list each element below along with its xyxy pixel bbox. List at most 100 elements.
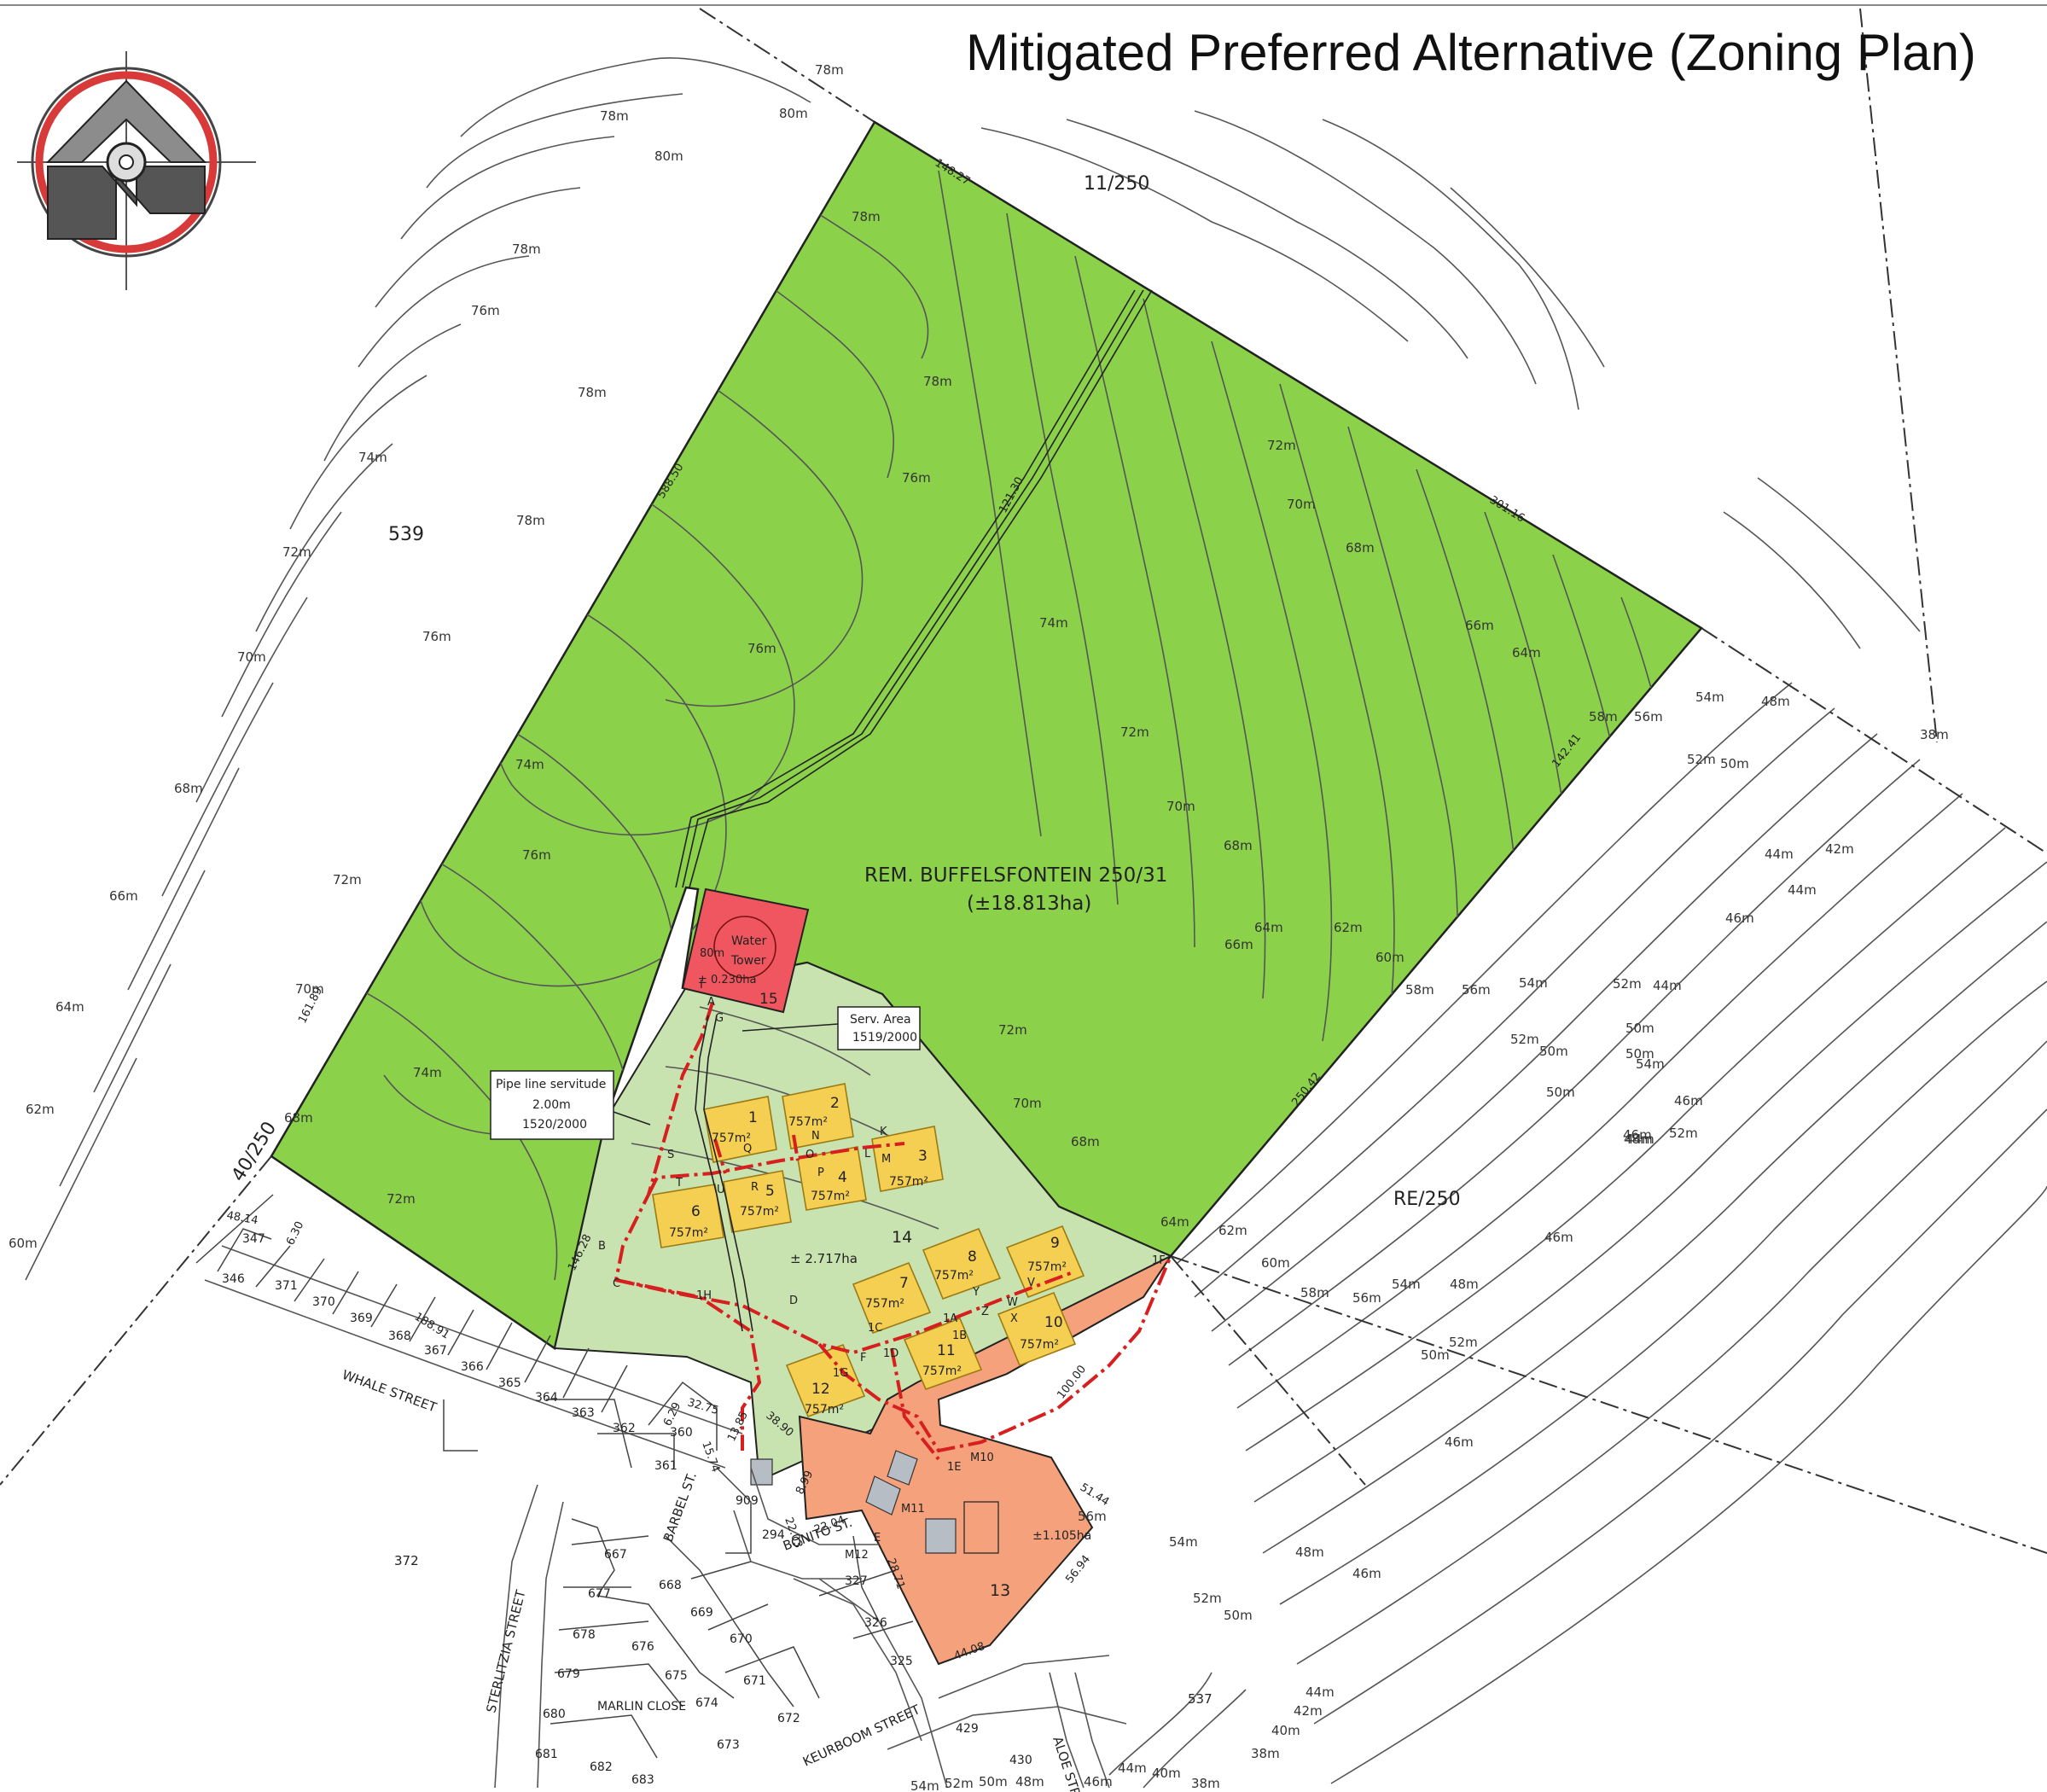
svg-text:11/250: 11/250 — [1084, 173, 1149, 195]
svg-text:677: 677 — [588, 1587, 611, 1601]
map-title: Mitigated Preferred Alternative (Zoning … — [966, 24, 1976, 81]
svg-text:362: 362 — [613, 1422, 636, 1435]
svg-text:372: 372 — [394, 1553, 419, 1568]
svg-text:52m: 52m — [1449, 1335, 1478, 1350]
svg-text:78m: 78m — [516, 513, 545, 528]
water-tower-area: ± 0.230ha — [698, 974, 756, 986]
plot-7[interactable] — [852, 1261, 932, 1335]
svg-text:668: 668 — [659, 1579, 682, 1592]
svg-text:679: 679 — [557, 1667, 580, 1681]
svg-text:1B: 1B — [952, 1329, 967, 1342]
svg-text:50m: 50m — [1224, 1608, 1253, 1623]
svg-text:327: 327 — [845, 1574, 868, 1588]
svg-text:46m: 46m — [1674, 1093, 1703, 1108]
residential-number: 14 — [892, 1228, 912, 1247]
svg-text:66m: 66m — [109, 888, 138, 904]
svg-text:76m: 76m — [522, 847, 551, 863]
svg-text:757m²: 757m² — [922, 1364, 962, 1378]
svg-text:60m: 60m — [9, 1236, 38, 1251]
svg-text:72m: 72m — [1120, 724, 1149, 740]
svg-text:KEURBOOM STREET: KEURBOOM STREET — [800, 1702, 923, 1770]
water-tower-number: 15 — [759, 991, 778, 1008]
svg-text:46m: 46m — [1445, 1434, 1474, 1450]
svg-text:50m: 50m — [1539, 1044, 1568, 1059]
svg-text:80m: 80m — [654, 148, 683, 164]
plot-2[interactable] — [782, 1083, 854, 1149]
svg-text:48m: 48m — [1450, 1277, 1479, 1292]
svg-text:54m: 54m — [1695, 689, 1724, 705]
svg-text:62m: 62m — [26, 1102, 55, 1117]
svg-text:681: 681 — [535, 1748, 558, 1761]
svg-text:S: S — [667, 1149, 674, 1161]
svg-text:68m: 68m — [1346, 540, 1375, 556]
svg-text:70m: 70m — [237, 649, 266, 665]
svg-text:68m: 68m — [174, 781, 203, 796]
svg-text:669: 669 — [690, 1606, 713, 1620]
plot-5[interactable] — [723, 1170, 792, 1233]
plot-9[interactable] — [1005, 1225, 1085, 1299]
svg-text:680: 680 — [543, 1708, 566, 1721]
svg-text:757m²: 757m² — [1020, 1338, 1059, 1352]
svg-text:346: 346 — [222, 1272, 245, 1286]
water-tower-elev: 80m — [700, 947, 724, 960]
svg-text:Serv. Area: Serv. Area — [850, 1013, 911, 1027]
svg-text:757m²: 757m² — [788, 1115, 828, 1129]
plot-6[interactable] — [652, 1184, 724, 1248]
svg-text:F: F — [860, 1352, 866, 1364]
svg-text:48m: 48m — [1295, 1545, 1324, 1560]
business-area: ±1.105ha — [1032, 1529, 1091, 1543]
svg-text:13.85: 13.85 — [725, 1410, 751, 1444]
svg-text:78m: 78m — [923, 374, 952, 389]
building — [865, 1475, 901, 1516]
svg-text:60m: 60m — [1375, 950, 1404, 965]
svg-text:42m: 42m — [1825, 841, 1854, 857]
svg-text:50m: 50m — [1625, 1021, 1654, 1036]
plot-1[interactable] — [703, 1096, 777, 1163]
plots — [652, 1083, 1085, 1418]
svg-text:670: 670 — [730, 1632, 753, 1646]
svg-text:C: C — [613, 1277, 620, 1290]
plot-3[interactable] — [871, 1126, 944, 1192]
svg-text:50m: 50m — [1720, 756, 1749, 771]
svg-text:7: 7 — [899, 1275, 909, 1292]
svg-text:32.75: 32.75 — [686, 1396, 720, 1417]
plot-10[interactable] — [997, 1291, 1077, 1367]
svg-text:Pipe line servitude: Pipe line servitude — [496, 1078, 606, 1091]
water-tower-zone[interactable] — [681, 887, 810, 1014]
svg-text:48.14: 48.14 — [225, 1209, 259, 1227]
svg-text:64m: 64m — [1160, 1214, 1189, 1230]
svg-text:363: 363 — [572, 1406, 595, 1420]
water-tower-label-1: Water — [731, 934, 767, 948]
svg-text:56.94: 56.94 — [1063, 1553, 1093, 1586]
svg-text:672: 672 — [777, 1712, 800, 1725]
contour-labels: 78m 80m 78m 80m 78m 78m 76m 78m 78m 76m … — [9, 62, 1949, 1792]
svg-text:50m: 50m — [1546, 1085, 1575, 1100]
svg-text:325: 325 — [890, 1655, 913, 1668]
svg-text:9: 9 — [1050, 1235, 1060, 1252]
svg-text:58m: 58m — [1589, 709, 1618, 724]
svg-text:2: 2 — [830, 1095, 840, 1112]
business-zone[interactable] — [798, 1254, 1173, 1666]
svg-text:54m: 54m — [1636, 1056, 1665, 1072]
svg-text:15.74: 15.74 — [699, 1440, 722, 1474]
svg-text:56m: 56m — [1462, 982, 1491, 998]
svg-text:76m: 76m — [422, 629, 451, 644]
svg-text:A: A — [707, 996, 715, 1009]
svg-text:70m: 70m — [1166, 799, 1195, 814]
svg-text:52m: 52m — [1193, 1591, 1222, 1606]
contour-lines-outside — [25, 57, 2047, 1789]
plot-8[interactable] — [922, 1227, 1002, 1300]
svg-text:46m: 46m — [1544, 1230, 1573, 1245]
svg-text:72m: 72m — [998, 1022, 1027, 1038]
plot-11[interactable] — [903, 1317, 983, 1391]
svg-text:326: 326 — [864, 1616, 887, 1630]
township-layout — [195, 1194, 1127, 1789]
svg-text:369: 369 — [350, 1312, 373, 1325]
svg-text:537: 537 — [1188, 1691, 1212, 1707]
svg-text:46m: 46m — [1623, 1127, 1652, 1143]
svg-text:50m: 50m — [1421, 1347, 1450, 1363]
svg-text:38m: 38m — [1920, 727, 1949, 742]
svg-text:38m: 38m — [1191, 1776, 1220, 1791]
svg-text:294: 294 — [762, 1528, 785, 1542]
